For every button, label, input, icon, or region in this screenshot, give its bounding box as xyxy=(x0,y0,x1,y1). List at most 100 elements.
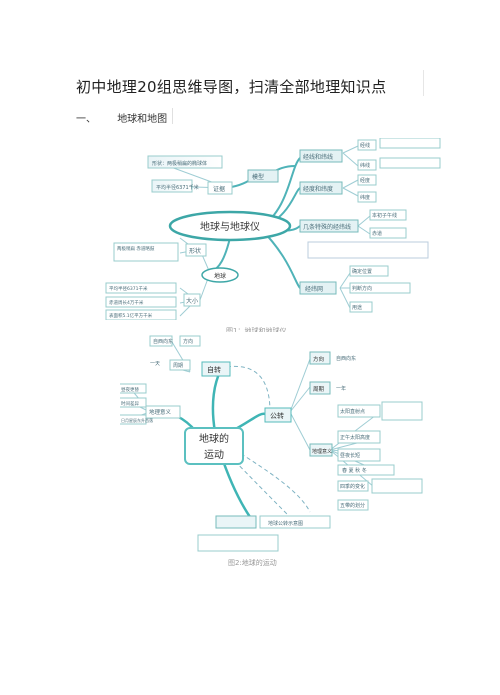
node-box xyxy=(369,209,407,221)
node-box xyxy=(369,227,407,239)
divider xyxy=(172,108,173,124)
figure-caption: 图2:地球的运动 xyxy=(228,559,277,567)
node-text: 赤道周长4万千米 xyxy=(109,299,144,306)
node-box xyxy=(197,534,279,552)
node-box xyxy=(179,335,201,347)
node-box xyxy=(379,138,441,149)
node-box xyxy=(337,499,369,511)
node-text: 经纬网 xyxy=(305,285,323,293)
node-box xyxy=(309,443,333,457)
node-text: 形状 xyxy=(189,247,201,255)
center-node xyxy=(184,427,244,465)
node-box xyxy=(299,181,343,195)
node-text: 周期 xyxy=(313,386,325,393)
node-text: 平均半径6371千米 xyxy=(109,285,148,292)
node-box xyxy=(264,407,292,423)
mind-map-figure-1: 地球与地球仪 形状：两极稍扁的椭球体 平均半径6371千米 证据 模型 两极稍扁… xyxy=(100,138,450,320)
node-box xyxy=(357,159,377,171)
divider xyxy=(423,70,424,96)
node-text: 纬度 xyxy=(360,194,370,201)
section-label: 地球和地图 xyxy=(117,114,168,125)
node-box xyxy=(105,296,177,308)
node-text: 形状：两极稍扁的椭球体 xyxy=(152,160,207,167)
section-number: 一、 xyxy=(76,114,96,125)
node-box xyxy=(299,149,343,163)
node-box xyxy=(349,301,373,313)
center-label: 地球的 xyxy=(199,432,229,445)
node-box xyxy=(185,243,207,257)
mind-map-svg: 地球的 运动 自转 自西向东 方向 一天 周期 地理意义 昼夜更替 时间差异 日… xyxy=(120,335,423,552)
node-text: 几条特殊的经纬线 xyxy=(303,223,351,231)
node-text: 平均半径6371千米 xyxy=(156,184,199,191)
node-box xyxy=(337,430,381,444)
node-text: 周期 xyxy=(173,363,183,369)
node-text: 方向 xyxy=(183,338,193,345)
node-box xyxy=(337,464,395,476)
node-box xyxy=(105,282,177,294)
node-text: 昼夜长短 xyxy=(340,452,360,459)
mind-map-figure-2: 地球的 运动 自转 自西向东 方向 一天 周期 地理意义 昼夜更替 时间差异 日… xyxy=(120,332,425,554)
node-text: 经度和纬度 xyxy=(303,185,333,193)
node-box xyxy=(337,404,381,418)
center-label: 运动 xyxy=(204,449,224,461)
node-box xyxy=(120,414,147,425)
node-box xyxy=(309,351,331,365)
node-box xyxy=(151,179,193,193)
node-text: 地理意义 xyxy=(312,448,332,455)
node-text: 大小 xyxy=(186,297,198,305)
node-box xyxy=(337,480,369,492)
node-text: 表面积5.1亿平方千米 xyxy=(109,312,153,319)
node-box xyxy=(215,515,257,529)
node-text: 本初子午线 xyxy=(372,212,397,219)
node-text: 春 夏 秋 冬 xyxy=(342,467,367,474)
node-text: 自西向东 xyxy=(153,338,173,345)
node-box xyxy=(149,335,173,347)
earth-node xyxy=(201,267,239,283)
node-text: 昼夜更替 xyxy=(121,386,139,393)
node-text: 赤道 xyxy=(372,230,382,237)
node-box xyxy=(349,265,389,277)
node-text: 正午太阳高度 xyxy=(340,434,370,441)
node-box xyxy=(309,381,331,395)
page-title: 初中地理20组思维导图，扫清全部地理知识点 xyxy=(76,78,387,96)
node-text: 确定位置 xyxy=(352,268,372,275)
node-box xyxy=(379,157,441,169)
node-text: 日月星辰东升西落 xyxy=(121,417,153,423)
node-box xyxy=(120,383,147,394)
node-text: 经度 xyxy=(360,177,370,184)
node-box xyxy=(207,181,233,195)
node-box xyxy=(120,397,147,408)
node-box xyxy=(349,282,411,294)
node-text: 自西向东 xyxy=(336,355,356,362)
node-box xyxy=(105,309,177,320)
node-text: 一年 xyxy=(336,385,346,392)
node-text: 公转 xyxy=(270,411,284,420)
center-label: 地球与地球仪 xyxy=(200,220,260,233)
node-text: 自转 xyxy=(207,365,221,374)
node-box xyxy=(299,219,359,233)
mind-map-svg: 地球与地球仪 形状：两极稍扁的椭球体 平均半径6371千米 证据 模型 两极稍扁… xyxy=(105,138,441,320)
node-box xyxy=(201,361,231,377)
node-box xyxy=(113,242,179,262)
node-text: 经线和纬线 xyxy=(303,153,333,161)
node-text: 地理意义 xyxy=(149,408,172,416)
node-text: 地球 xyxy=(214,272,226,280)
node-text: 地球公转示意图 xyxy=(268,520,303,527)
node-text: 用途 xyxy=(352,304,362,311)
node-text: 太阳直射点 xyxy=(340,408,365,415)
node-box xyxy=(337,448,381,462)
node-text: 证据 xyxy=(213,185,225,193)
node-text: 经线 xyxy=(360,142,370,149)
node-box xyxy=(145,405,181,419)
node-box xyxy=(247,169,279,183)
center-node xyxy=(168,210,292,242)
node-box xyxy=(371,478,423,494)
node-box xyxy=(381,401,423,421)
node-text: 纬线 xyxy=(360,162,370,169)
node-box xyxy=(357,174,377,186)
figure-caption: 图1：地球和地球仪 xyxy=(226,327,287,335)
node-text: 两极稍扁 赤道略鼓 xyxy=(117,245,155,252)
node-box xyxy=(169,359,191,371)
node-box xyxy=(357,191,377,203)
node-box xyxy=(357,139,377,151)
